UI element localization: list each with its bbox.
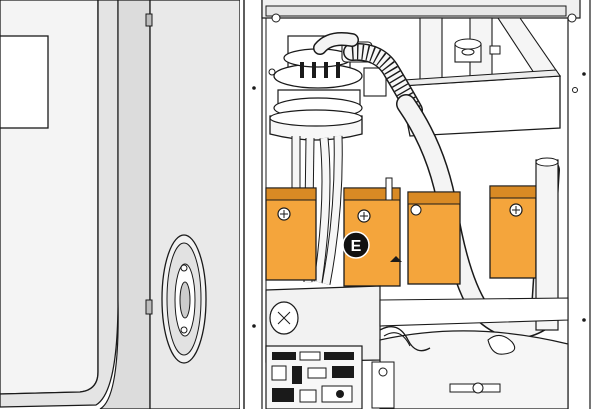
- door-latch-knob: [161, 234, 207, 364]
- upper-pipework: [399, 17, 561, 137]
- lower-manifold: [265, 285, 569, 409]
- orange-valve-center: [343, 177, 401, 287]
- cover-label-plate: [0, 35, 49, 129]
- orange-valve-right: [489, 185, 537, 279]
- front-cover-panel: [0, 0, 119, 408]
- door-side-panel: [99, 0, 241, 409]
- bleed-valve-cap: [454, 38, 501, 63]
- orange-valve-middle: [390, 191, 461, 285]
- callout-letter: E: [351, 238, 362, 255]
- callout-marker-e: E: [342, 231, 370, 259]
- warning-triangle-icon: [390, 256, 402, 262]
- control-circuit-board: [265, 345, 363, 409]
- wiring-loom: [379, 326, 431, 352]
- right-return-pipe: [535, 157, 559, 331]
- orange-valve-left: [265, 187, 317, 281]
